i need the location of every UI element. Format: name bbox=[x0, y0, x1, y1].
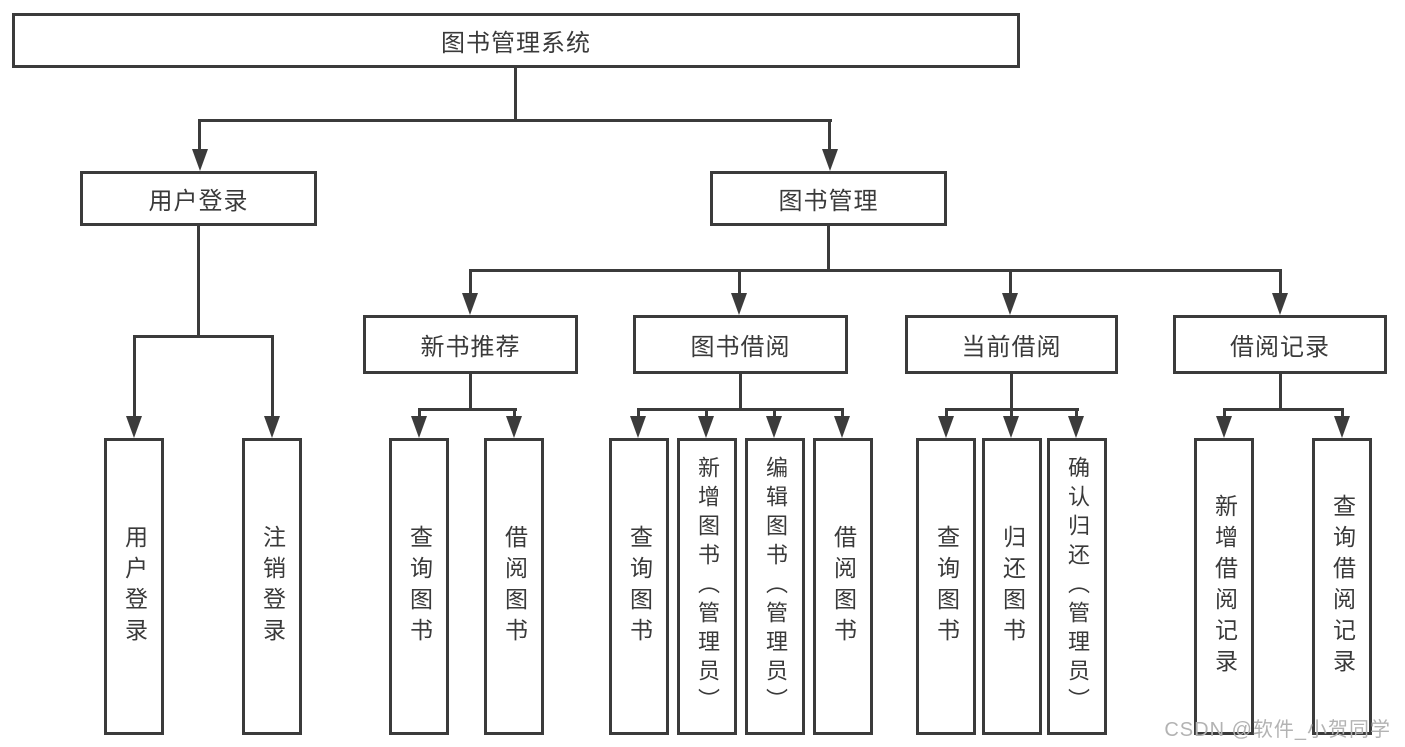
leaf-label: 新增图书（管理员） bbox=[695, 456, 720, 717]
arrowhead bbox=[506, 416, 522, 438]
arrowhead bbox=[264, 416, 280, 438]
arrowhead bbox=[1002, 293, 1018, 315]
connector-leaf-bar bbox=[418, 408, 517, 411]
connector-stem bbox=[469, 374, 472, 411]
leaf-query-books-recommend: 查询图书 bbox=[389, 438, 449, 735]
leaf-add-borrow-record: 新增借阅记录 bbox=[1194, 438, 1254, 735]
connector-drop bbox=[828, 122, 831, 150]
node-user-login: 用户登录 bbox=[80, 171, 317, 226]
connector-drop bbox=[469, 272, 472, 293]
connector-drop bbox=[738, 272, 741, 293]
connector-drop bbox=[705, 408, 708, 418]
node-label: 当前借阅 bbox=[961, 334, 1062, 361]
leaf-label: 归还图书 bbox=[999, 524, 1026, 649]
leaf-return-books: 归还图书 bbox=[982, 438, 1042, 735]
connector-drop bbox=[1010, 408, 1013, 418]
connector-user-login-stem bbox=[197, 226, 200, 338]
leaf-borrow-books: 借阅图书 bbox=[813, 438, 873, 735]
arrowhead bbox=[126, 416, 142, 438]
leaf-add-book-admin: 新增图书（管理员） bbox=[677, 438, 737, 735]
arrowhead bbox=[822, 149, 838, 171]
leaf-label: 注销登录 bbox=[259, 524, 286, 649]
arrowhead bbox=[1216, 416, 1232, 438]
leaf-query-borrow-record: 查询借阅记录 bbox=[1312, 438, 1372, 735]
connector-level3-bar bbox=[469, 269, 1282, 272]
connector-drop bbox=[637, 408, 640, 418]
node-label: 用户登录 bbox=[148, 188, 249, 215]
connector-stem bbox=[1279, 374, 1282, 411]
connector-leaf-bar bbox=[637, 408, 844, 411]
node-library-management-system: 图书管理系统 bbox=[12, 13, 1020, 68]
connector-drop bbox=[513, 408, 516, 418]
leaf-label: 新增借阅记录 bbox=[1211, 493, 1238, 680]
leaf-borrow-books-recommend: 借阅图书 bbox=[484, 438, 544, 735]
node-label: 图书管理 bbox=[778, 188, 879, 215]
leaf-query-books-borrowing: 查询图书 bbox=[609, 438, 669, 735]
connector-level2-bar bbox=[198, 119, 832, 122]
leaf-label: 查询图书 bbox=[626, 524, 653, 649]
connector-drop bbox=[841, 408, 844, 418]
leaf-label: 查询图书 bbox=[406, 524, 433, 649]
node-label: 新书推荐 bbox=[420, 334, 521, 361]
leaf-label: 用户登录 bbox=[121, 524, 148, 649]
connector-book-management-stem bbox=[827, 226, 830, 272]
connector-drop bbox=[945, 408, 948, 418]
arrowhead bbox=[1068, 416, 1084, 438]
node-label: 借阅记录 bbox=[1230, 334, 1330, 361]
connector-drop bbox=[133, 338, 136, 416]
arrowhead bbox=[462, 293, 478, 315]
node-book-management: 图书管理 bbox=[710, 171, 947, 226]
connector-stem bbox=[1010, 374, 1013, 411]
node-new-book-recommend: 新书推荐 bbox=[363, 315, 578, 374]
leaf-label: 确认归还（管理员） bbox=[1065, 456, 1090, 717]
arrowhead bbox=[698, 416, 714, 438]
connector-drop bbox=[418, 408, 421, 418]
node-label: 图书借阅 bbox=[690, 334, 791, 361]
node-current-borrowing: 当前借阅 bbox=[905, 315, 1118, 374]
connector-leaf-bar bbox=[1223, 408, 1344, 411]
leaf-edit-book-admin: 编辑图书（管理员） bbox=[745, 438, 805, 735]
leaf-logout: 注销登录 bbox=[242, 438, 302, 735]
arrowhead bbox=[630, 416, 646, 438]
connector-drop bbox=[1341, 408, 1344, 418]
arrowhead bbox=[938, 416, 954, 438]
leaf-label: 借阅图书 bbox=[830, 524, 857, 649]
arrowhead bbox=[731, 293, 747, 315]
leaf-user-login: 用户登录 bbox=[104, 438, 164, 735]
leaf-label: 编辑图书（管理员） bbox=[763, 456, 788, 717]
connector-root-stem bbox=[514, 68, 517, 122]
node-borrowing-records: 借阅记录 bbox=[1173, 315, 1387, 374]
node-label: 图书管理系统 bbox=[441, 30, 591, 57]
leaf-label: 查询图书 bbox=[933, 524, 960, 649]
node-book-borrowing: 图书借阅 bbox=[633, 315, 848, 374]
leaf-query-books-current: 查询图书 bbox=[916, 438, 976, 735]
connector-drop bbox=[198, 122, 201, 150]
connector-drop bbox=[773, 408, 776, 418]
connector-user-login-bar bbox=[133, 335, 274, 338]
connector-drop bbox=[271, 338, 274, 416]
csdn-watermark: CSDN @软件_小贺同学 bbox=[1164, 719, 1391, 741]
arrowhead bbox=[766, 416, 782, 438]
connector-drop bbox=[1075, 408, 1078, 418]
leaf-label: 借阅图书 bbox=[501, 524, 528, 649]
connector-drop bbox=[1009, 272, 1012, 293]
connector-stem bbox=[739, 374, 742, 411]
arrowhead bbox=[1003, 416, 1019, 438]
connector-drop bbox=[1223, 408, 1226, 418]
leaf-confirm-return-admin: 确认归还（管理员） bbox=[1047, 438, 1107, 735]
arrowhead bbox=[834, 416, 850, 438]
arrowhead bbox=[1272, 293, 1288, 315]
arrowhead bbox=[1334, 416, 1350, 438]
leaf-label: 查询借阅记录 bbox=[1329, 493, 1356, 680]
arrowhead bbox=[411, 416, 427, 438]
connector-drop bbox=[1279, 272, 1282, 293]
arrowhead bbox=[192, 149, 208, 171]
